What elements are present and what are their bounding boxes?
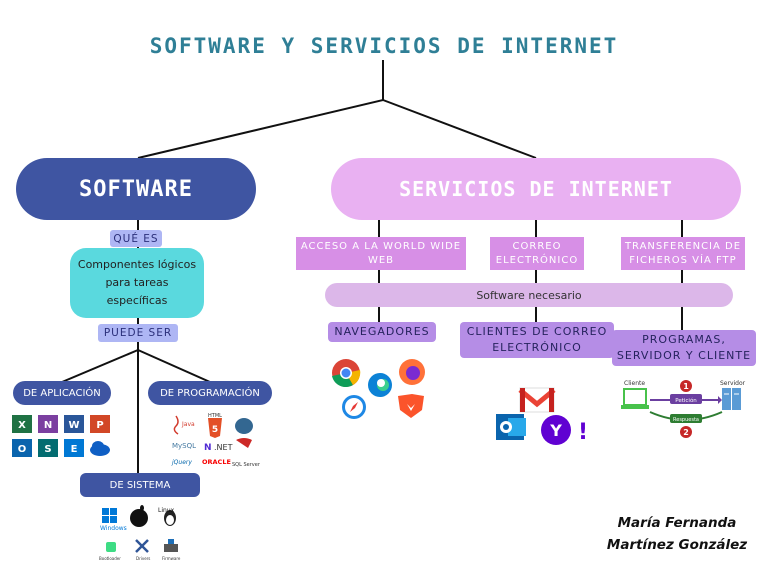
- definition-box: Componentes lógicos para tareas específi…: [70, 248, 204, 318]
- svg-text:Drivers: Drivers: [136, 556, 150, 561]
- svg-text:N: N: [204, 443, 212, 453]
- respuesta-label: Respuesta: [673, 417, 699, 423]
- onenote-icon: N: [38, 415, 58, 433]
- ftp-diagram: Cliente Servidor Petición 1 Respuesta 2: [621, 380, 746, 438]
- clientes-line: ELECTRÓNICO: [492, 341, 582, 354]
- programas-line: PROGRAMAS,: [642, 333, 726, 346]
- gmail-icon: [518, 387, 556, 413]
- svg-text:S: S: [44, 444, 51, 455]
- www-line: ACCESO A LA WORLD WIDE: [300, 240, 462, 252]
- svg-text:O: O: [18, 444, 27, 455]
- linux-icon: Linux: [158, 507, 176, 526]
- de-sistema-node: DE SISTEMA: [80, 473, 200, 497]
- server-icon: [722, 388, 741, 410]
- svg-text:.NET: .NET: [214, 443, 233, 452]
- ftp-line: FICHEROS VÍA FTP: [629, 254, 737, 266]
- svg-text:Java: Java: [181, 421, 195, 428]
- windows-icon: Windows: [100, 508, 127, 532]
- svg-text:P: P: [96, 420, 103, 431]
- system-icons: Windows Linux Bootloader Drivers Firmwar…: [99, 505, 181, 561]
- svg-text:HTML: HTML: [208, 413, 222, 419]
- office-apps-icons: X N W P O S E: [12, 415, 110, 457]
- svg-text:SQL Server: SQL Server: [232, 462, 261, 468]
- svg-text:MySQL: MySQL: [172, 442, 196, 450]
- jquery-icon: jQuery: [171, 459, 192, 466]
- svg-text:X: X: [18, 420, 26, 431]
- de-programacion-node: DE PROGRAMACIÓN: [148, 381, 272, 405]
- email-client-icons: Y!: [496, 387, 588, 445]
- peticion-label: Petición: [675, 397, 697, 404]
- exchange-icon: E: [64, 439, 84, 457]
- chrome-icon: [332, 359, 361, 388]
- safari-icon: [342, 395, 366, 419]
- software-node: SOFTWARE: [16, 158, 256, 220]
- definition-line: para tareas: [105, 276, 169, 289]
- navegadores-node: NAVEGADORES: [328, 322, 436, 342]
- svg-text:E: E: [71, 444, 78, 455]
- yahoo-icon: Y!: [541, 415, 588, 445]
- svg-text:W: W: [68, 420, 79, 431]
- dotnet-icon: N.NET: [204, 443, 233, 453]
- firmware-icon: Firmware: [162, 539, 181, 561]
- clientes-line: CLIENTES DE CORREO: [466, 325, 608, 338]
- correo-line: ELECTRÓNICO: [495, 254, 579, 266]
- svg-text:Windows: Windows: [100, 525, 127, 532]
- word-icon: W: [64, 415, 84, 433]
- postgresql-icon: [235, 418, 253, 434]
- programas-line: SERVIDOR Y CLIENTE: [616, 349, 752, 362]
- onedrive-icon: [90, 441, 110, 456]
- step-1-badge: 1: [683, 382, 689, 391]
- brave-icon: [398, 394, 424, 418]
- browser-icons: [332, 359, 425, 419]
- programming-icons: Java 5 HTML MySQL N.NET SQL Server jQuery…: [171, 413, 261, 468]
- software-necesario-bar: Software necesario: [325, 283, 733, 307]
- que-es-label: QUÉ ES: [110, 230, 162, 247]
- clientes-correo-node: CLIENTES DE CORREO ELECTRÓNICO: [460, 322, 614, 358]
- powerpoint-icon: P: [90, 415, 110, 433]
- outlook-icon: [496, 414, 526, 440]
- oracle-icon: ORACLE: [202, 458, 231, 466]
- svg-text:Bootloader: Bootloader: [99, 556, 121, 561]
- servicios-node: SERVICIOS DE INTERNET: [331, 158, 741, 220]
- step-2-badge: 2: [683, 428, 689, 437]
- puede-ser-label: PUEDE SER: [98, 324, 178, 342]
- definition-line: específicas: [106, 294, 168, 307]
- edge-icon: [368, 373, 392, 397]
- java-icon: Java: [173, 415, 195, 435]
- android-icon: Bootloader: [99, 542, 121, 561]
- excel-icon: X: [12, 415, 32, 433]
- sqlserver-icon: SQL Server: [232, 438, 261, 468]
- author-name: María Fernanda Martínez González: [592, 512, 762, 556]
- ftp-node: TRANSFERENCIA DE FICHEROS VÍA FTP: [621, 237, 745, 270]
- correo-node: CORREO ELECTRÓNICO: [490, 237, 584, 270]
- svg-text:N: N: [44, 420, 52, 431]
- definition-line: Componentes lógicos: [77, 258, 197, 271]
- programas-node: PROGRAMAS, SERVIDOR Y CLIENTE: [612, 330, 756, 366]
- svg-text:!: !: [578, 420, 588, 445]
- svg-text:5: 5: [212, 425, 218, 435]
- mysql-icon: MySQL: [172, 442, 196, 450]
- svg-text:ORACLE: ORACLE: [202, 458, 231, 466]
- de-aplicacion-node: DE APLICACIÓN: [13, 381, 111, 405]
- svg-text:Firmware: Firmware: [162, 556, 181, 561]
- www-node: ACCESO A LA WORLD WIDE WEB: [296, 237, 466, 270]
- outlook-icon: O: [12, 439, 32, 457]
- tools-icon: Drivers: [135, 539, 150, 561]
- firefox-icon: [399, 359, 425, 385]
- laptop-icon: [621, 388, 649, 409]
- servidor-label: Servidor: [720, 380, 746, 387]
- diagram-title: SOFTWARE Y SERVICIOS DE INTERNET: [149, 34, 619, 58]
- author-line: Martínez González: [606, 537, 748, 553]
- svg-text:Y: Y: [549, 421, 562, 440]
- correo-line: CORREO: [512, 240, 562, 252]
- svg-text:jQuery: jQuery: [171, 459, 192, 466]
- www-line: WEB: [367, 254, 395, 266]
- html5-icon: 5 HTML: [208, 413, 222, 438]
- svg-text:Linux: Linux: [158, 507, 175, 514]
- sharepoint-icon: S: [38, 439, 58, 457]
- ftp-line: TRANSFERENCIA DE: [624, 240, 742, 252]
- cliente-label: Cliente: [624, 380, 645, 387]
- apple-icon: [130, 505, 148, 527]
- author-line: María Fernanda: [617, 515, 737, 531]
